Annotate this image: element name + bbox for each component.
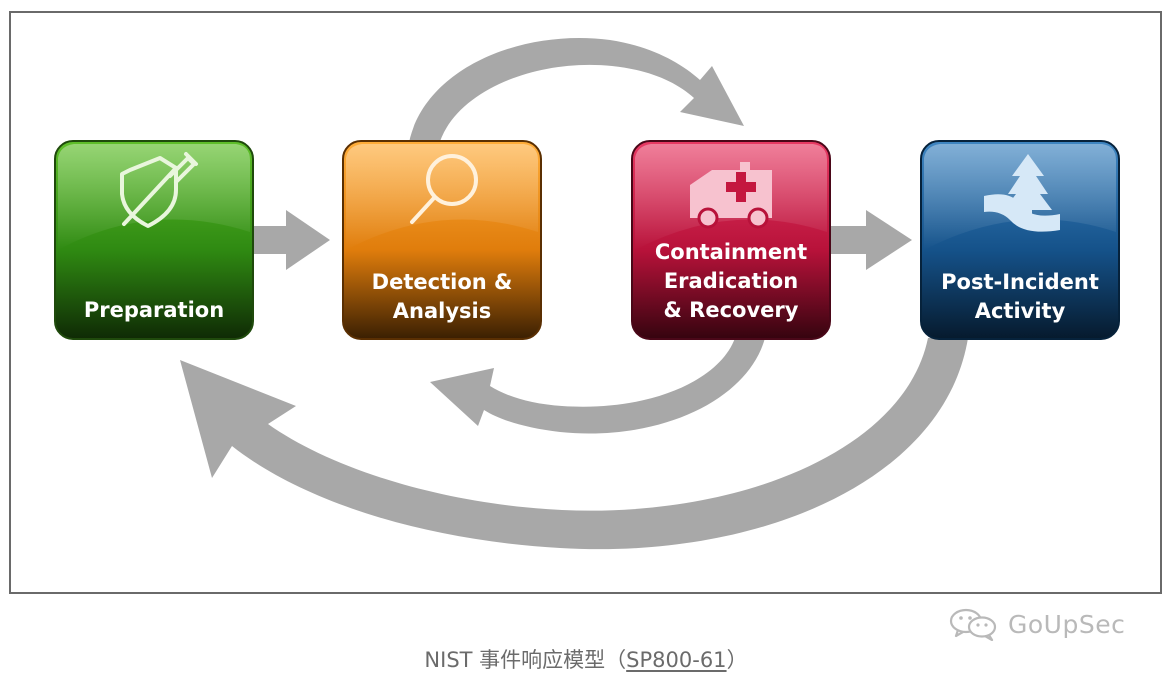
caption-suffix: ）	[726, 648, 748, 672]
nist-lifecycle-diagram: Preparation Detection & Analysis Containm…	[54, 37, 1120, 550]
arrow-post-to-preparation	[180, 338, 968, 550]
phase-label-line: Detection &	[372, 270, 513, 294]
phase-label-line: Containment	[655, 240, 807, 264]
phase-label-line: Post-Incident	[941, 270, 1099, 294]
flow-arrows	[180, 37, 968, 550]
figure-caption: NIST 事件响应模型（SP800-61）	[0, 644, 1172, 674]
phase-label-preparation: Preparation	[84, 298, 224, 322]
tree-road-icon	[984, 154, 1060, 232]
phase-box-preparation: Preparation	[54, 140, 254, 340]
phase-label-line: Activity	[975, 299, 1066, 323]
wechat-icon	[949, 608, 997, 641]
arrow-containment-to-detection	[430, 338, 765, 434]
arrow-containment-to-post	[830, 210, 912, 270]
phase-label-line: & Recovery	[664, 298, 799, 322]
phase-box-detection: Detection & Analysis	[342, 140, 542, 340]
watermark-text: GoUpSec	[1008, 609, 1126, 639]
phase-label-line: Preparation	[84, 298, 224, 322]
ambulance-icon	[690, 162, 772, 229]
arrow-preparation-to-detection	[252, 210, 330, 270]
shield-syringe-icon	[120, 152, 198, 228]
watermark: GoUpSec	[948, 604, 1125, 644]
phase-label-detection: Detection & Analysis	[372, 270, 513, 323]
phase-label-line: Analysis	[393, 299, 491, 323]
caption-reference-link[interactable]: SP800-61	[626, 648, 727, 672]
magnifier-icon	[410, 154, 478, 224]
caption-prefix: NIST 事件响应模型（	[424, 648, 627, 672]
arrow-detection-to-containment	[408, 37, 744, 148]
phase-label-line: Eradication	[664, 269, 798, 293]
